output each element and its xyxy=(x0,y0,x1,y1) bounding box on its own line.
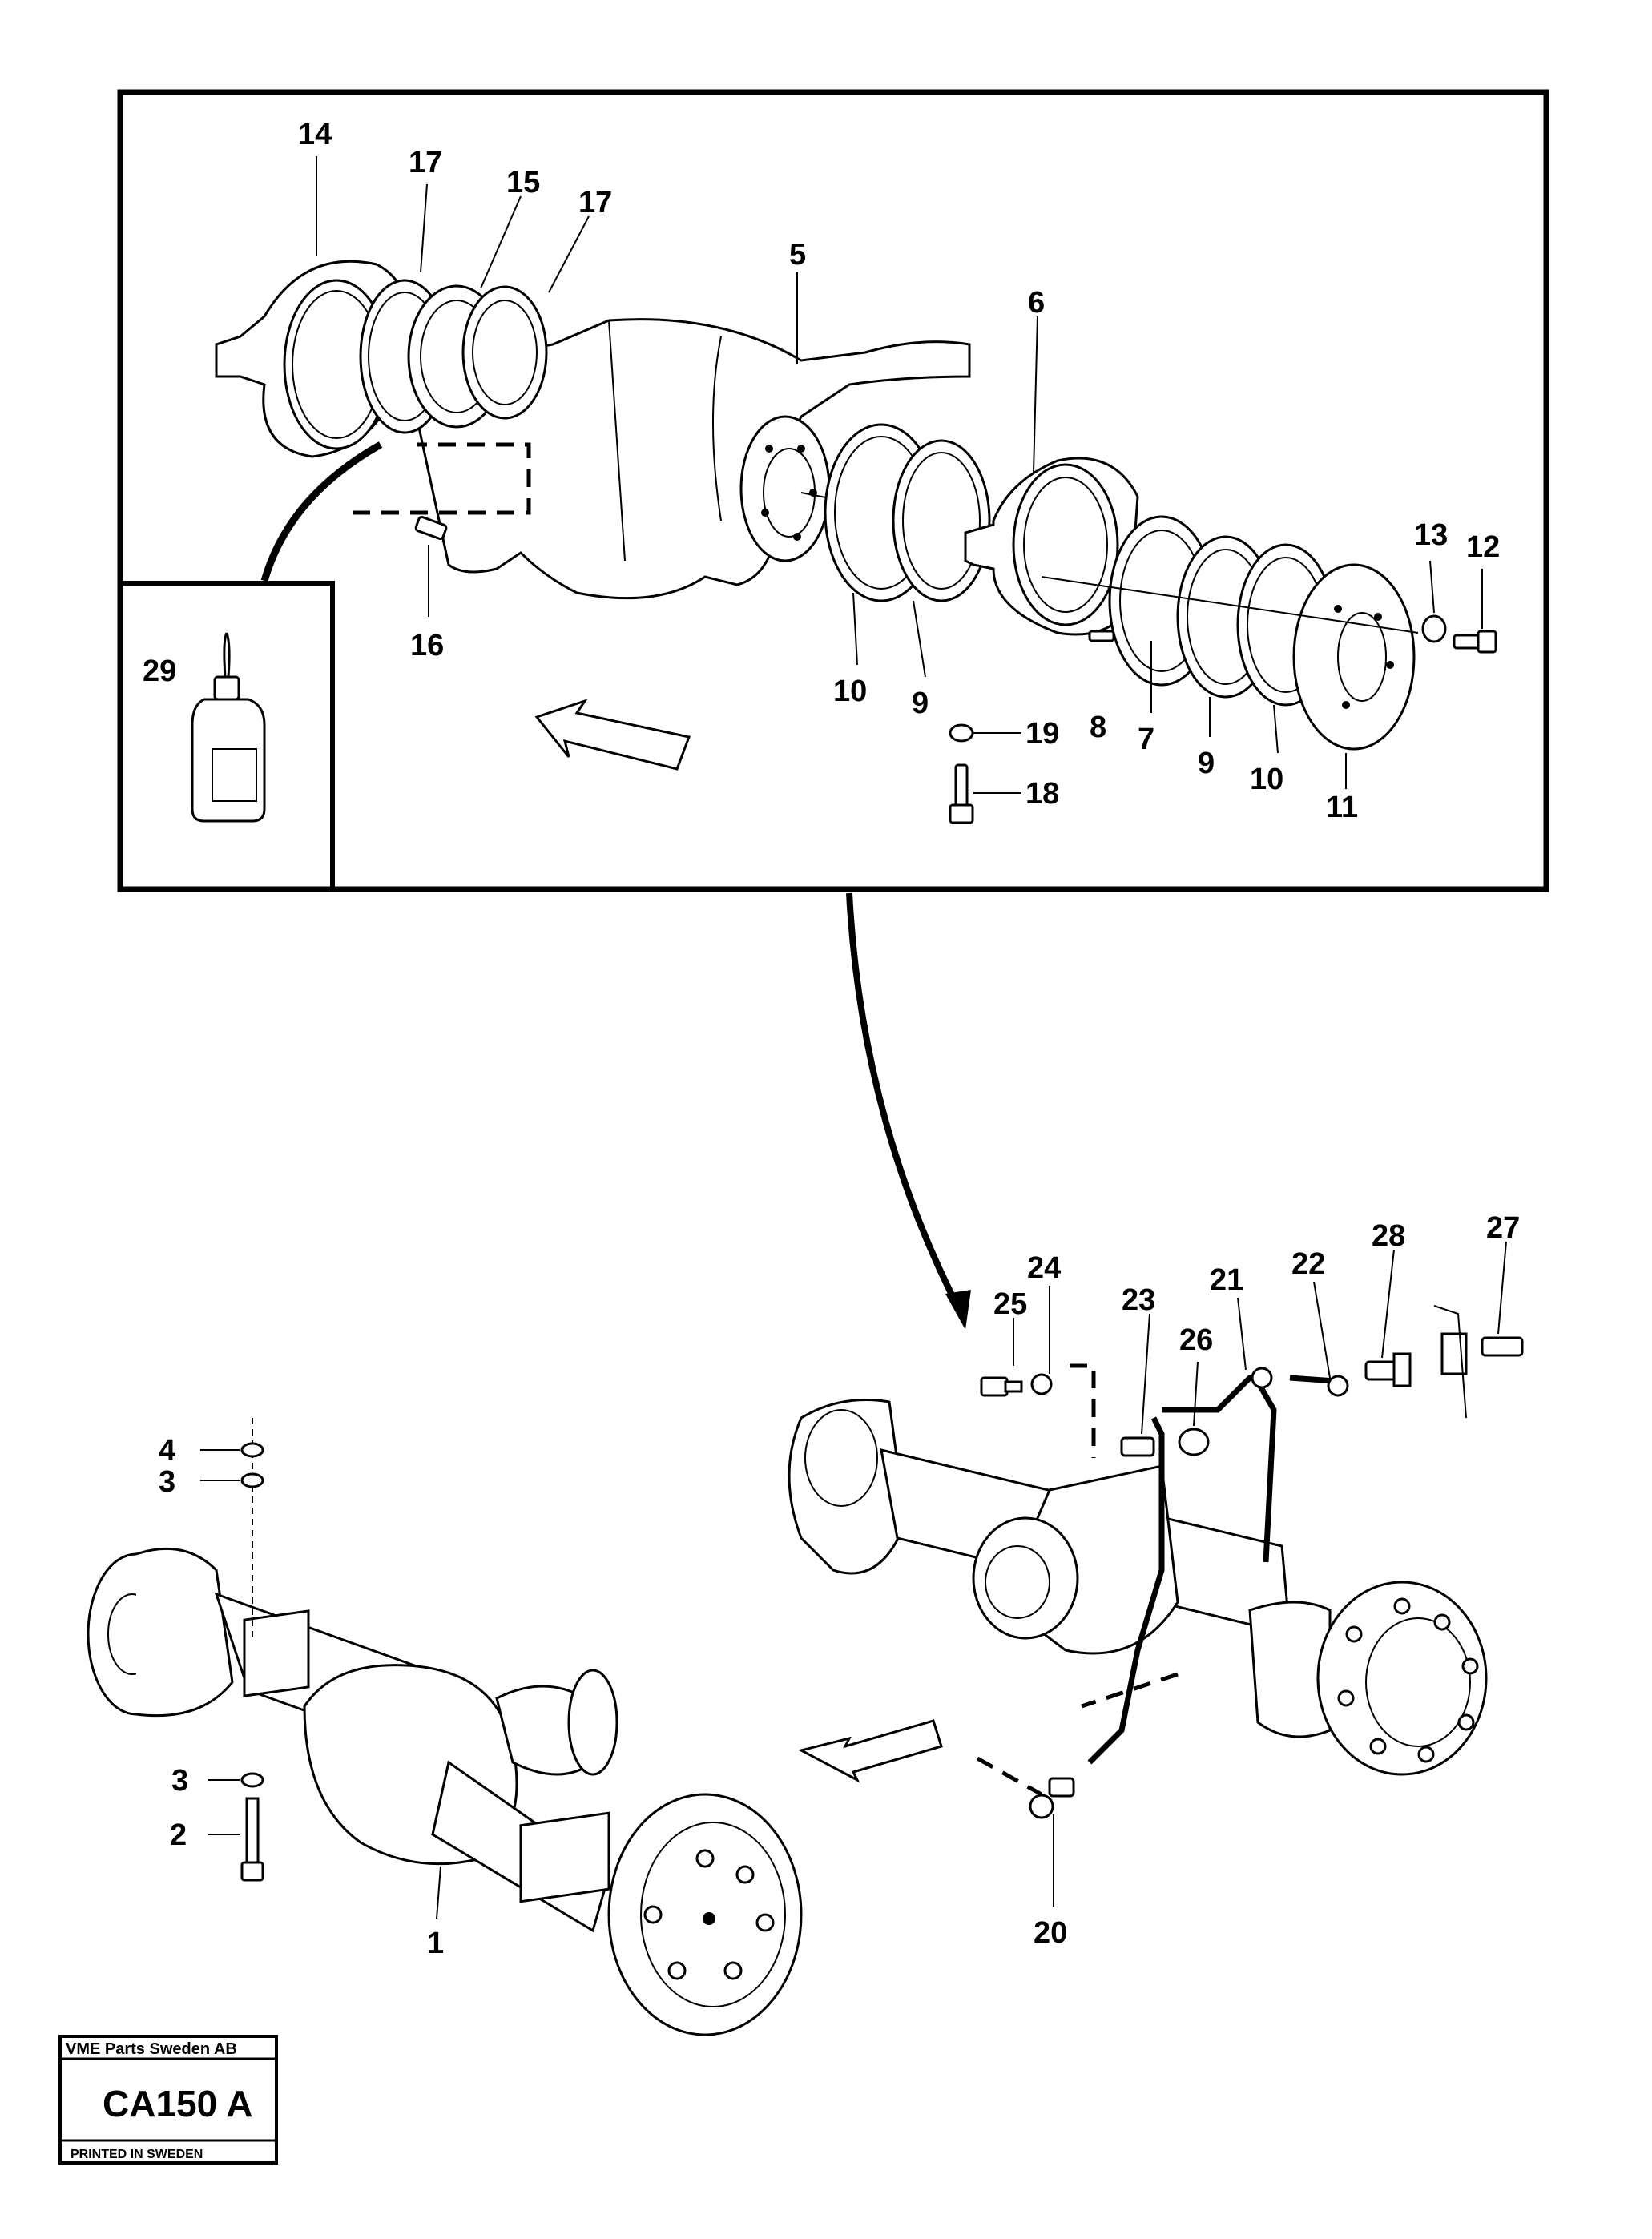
callout-1: 1 xyxy=(427,1927,444,1960)
callout-13: 13 xyxy=(1414,518,1448,552)
left-callout-leaders xyxy=(200,1449,441,1919)
callout-7: 7 xyxy=(1138,723,1154,756)
pipe-fittings xyxy=(980,1305,1524,1819)
callout-17b: 17 xyxy=(578,186,612,219)
assembly-leader-arrow xyxy=(846,892,965,1315)
washer-part xyxy=(1421,614,1447,643)
callout-5: 5 xyxy=(789,238,806,272)
callout-21: 21 xyxy=(1210,1263,1243,1297)
callout-19: 19 xyxy=(1025,717,1059,751)
callout-25: 25 xyxy=(993,1287,1027,1321)
callout-3a: 3 xyxy=(159,1465,175,1499)
callout-17a: 17 xyxy=(409,146,442,179)
callout-8: 8 xyxy=(1090,711,1106,744)
stamp-code: CA150 A xyxy=(103,2083,252,2124)
inset-leader xyxy=(260,441,383,582)
callout-9b: 9 xyxy=(1198,747,1215,780)
direction-arrow-lower xyxy=(797,1719,943,1783)
callout-29: 29 xyxy=(143,654,176,688)
callout-6: 6 xyxy=(1028,286,1045,320)
left-ring-set xyxy=(359,279,548,434)
callout-4: 4 xyxy=(159,1434,175,1468)
right-callout-leaders xyxy=(1013,1241,1507,1907)
callout-22: 22 xyxy=(1291,1247,1325,1281)
callout-20: 20 xyxy=(1034,1916,1067,1950)
right-ring-set-2 xyxy=(1108,515,1336,707)
washer-part-19 xyxy=(949,723,974,743)
oil-bottle-illustration xyxy=(191,632,266,823)
callout-24: 24 xyxy=(1027,1251,1061,1285)
brake-pipes xyxy=(976,1363,1347,1797)
callout-9a: 9 xyxy=(912,687,929,720)
direction-arrow-upper xyxy=(534,699,691,771)
stamp-company: VME Parts Sweden AB xyxy=(66,2040,237,2058)
complete-axle-right xyxy=(788,1399,1488,1776)
callout-15: 15 xyxy=(506,166,540,199)
callout-14: 14 xyxy=(298,118,332,151)
detail-inset xyxy=(117,89,1549,892)
bolt-part-18 xyxy=(949,763,974,824)
callout-leaders xyxy=(316,156,1483,794)
callout-2: 2 xyxy=(170,1818,187,1852)
callout-10a: 10 xyxy=(833,675,867,708)
stud-bolt-stack xyxy=(240,1418,264,1882)
callout-16: 16 xyxy=(410,629,444,662)
end-cover xyxy=(1292,563,1416,751)
pin-part-8 xyxy=(1088,630,1115,642)
callout-23: 23 xyxy=(1122,1283,1155,1317)
callout-27: 27 xyxy=(1486,1211,1520,1245)
callout-18: 18 xyxy=(1025,777,1059,811)
callout-10b: 10 xyxy=(1250,763,1283,796)
bolt-part xyxy=(1453,630,1497,654)
callout-11: 11 xyxy=(1326,791,1358,824)
pin-part xyxy=(414,516,448,540)
callout-3b: 3 xyxy=(171,1764,188,1798)
callout-28: 28 xyxy=(1372,1219,1405,1253)
callout-26: 26 xyxy=(1179,1323,1213,1357)
stamp-block: VME Parts Sweden AB CA150 A PRINTED IN S… xyxy=(58,2035,278,2165)
callout-numbers: 14 17 15 17 5 6 13 12 16 29 10 9 8 7 9 1… xyxy=(143,118,1520,1960)
bearing-clamp-left xyxy=(215,260,410,458)
callout-12: 12 xyxy=(1466,530,1500,564)
stamp-printed: PRINTED IN SWEDEN xyxy=(71,2148,203,2161)
right-ring-set xyxy=(824,423,991,602)
complete-axle-left xyxy=(87,1547,803,2036)
